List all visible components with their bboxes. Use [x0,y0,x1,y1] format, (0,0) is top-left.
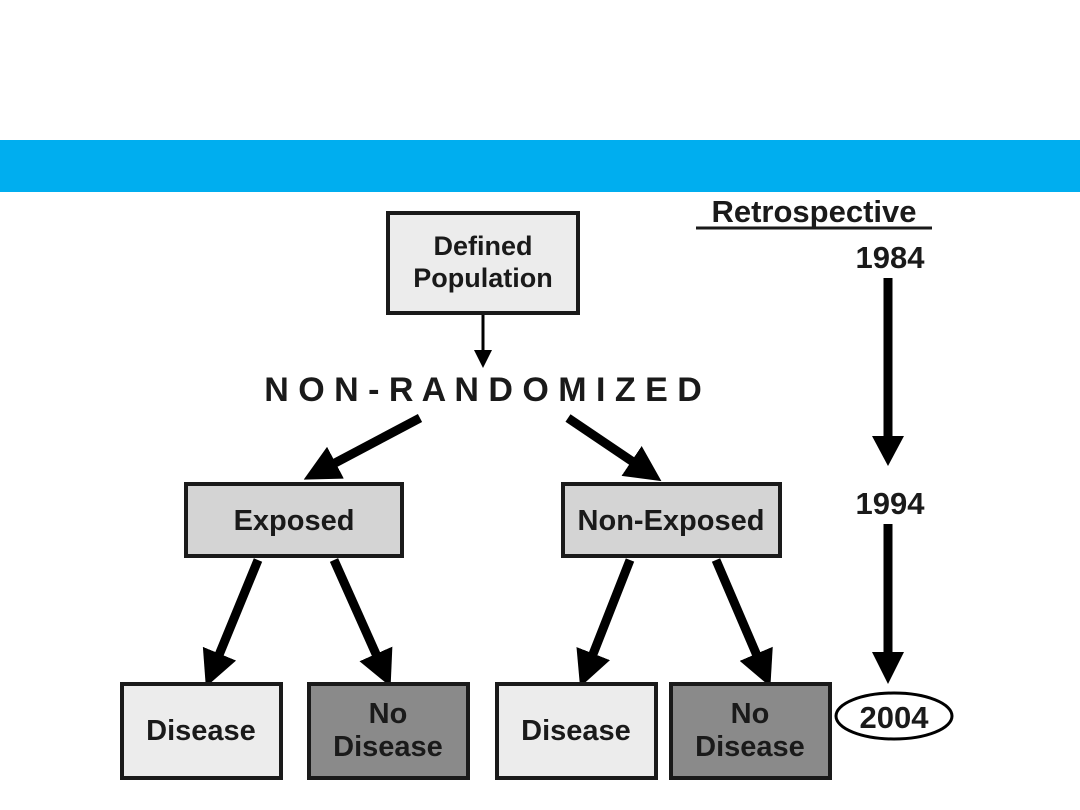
timeline-year-end: 2004 [860,700,930,735]
title-band [0,140,1080,192]
timeline-end-ellipse [834,691,954,741]
timeline-arrow-2-head [872,652,904,684]
exposed-label: Exposed [234,505,355,537]
outcome-box-exposed-disease [120,682,283,780]
population-to-method-arrowhead [474,350,492,368]
arrow-non-exposed-no-disease [711,558,773,687]
outcome-exposed-no-disease-line2: Disease [333,731,443,763]
defined-population-line1: Defined [433,231,532,261]
non-exposed-box [561,482,782,558]
timeline-heading: Retrospective [711,194,916,229]
non-exposed-label: Non-Exposed [578,505,765,537]
timeline-year-start: 1984 [856,240,926,275]
arrow-to-non-exposed [565,414,662,482]
defined-population-box [386,211,580,315]
outcome-non-exposed-no-disease-line2: Disease [695,731,805,763]
outcome-non-exposed-disease-label: Disease [521,715,631,747]
arrow-to-exposed [303,414,423,480]
arrow-exposed-disease [202,558,263,687]
outcome-exposed-disease-label: Disease [146,715,256,747]
timeline-year-middle: 1994 [856,486,926,521]
arrow-exposed-no-disease [329,558,393,687]
arrow-non-exposed-disease [576,558,635,688]
outcome-box-exposed-no-disease [307,682,470,780]
method-label: N O N - R A N D O M I Z E D [264,371,702,409]
outcome-exposed-no-disease-line1: No [369,698,408,730]
outcome-non-exposed-no-disease-line1: No [731,698,770,730]
timeline-arrow-1-head [872,436,904,466]
defined-population-line2: Population [413,263,552,293]
exposed-box [184,482,404,558]
outcome-box-non-exposed-no-disease [669,682,832,780]
outcome-box-non-exposed-disease [495,682,658,780]
